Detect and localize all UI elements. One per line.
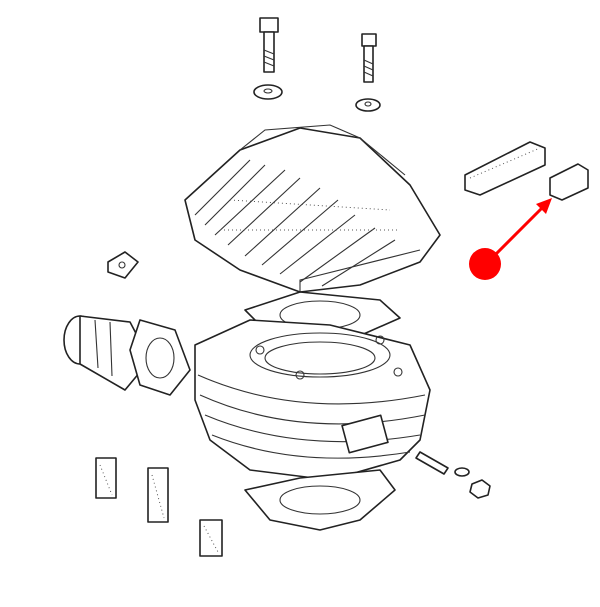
cylinder-head-bolt (259, 17, 279, 73)
washer (253, 84, 283, 100)
red-dot-marker (469, 248, 501, 280)
washer (355, 98, 381, 112)
base-gasket (244, 469, 396, 531)
cylinder (194, 319, 431, 481)
highlight-pointer (469, 198, 552, 280)
stud-bolt (361, 33, 377, 83)
clamp-bracket (107, 251, 139, 279)
intake-gasket (129, 319, 191, 396)
nut (469, 479, 491, 499)
exhaust-stud (415, 451, 449, 475)
rubber-damper-block-small (549, 163, 589, 201)
washer (454, 467, 470, 477)
rubber-damper-block (95, 457, 223, 557)
rubber-damper-block-long (464, 141, 546, 196)
red-arrow-icon (536, 198, 552, 214)
cylinder-head (184, 124, 441, 293)
intake-manifold (63, 315, 151, 391)
